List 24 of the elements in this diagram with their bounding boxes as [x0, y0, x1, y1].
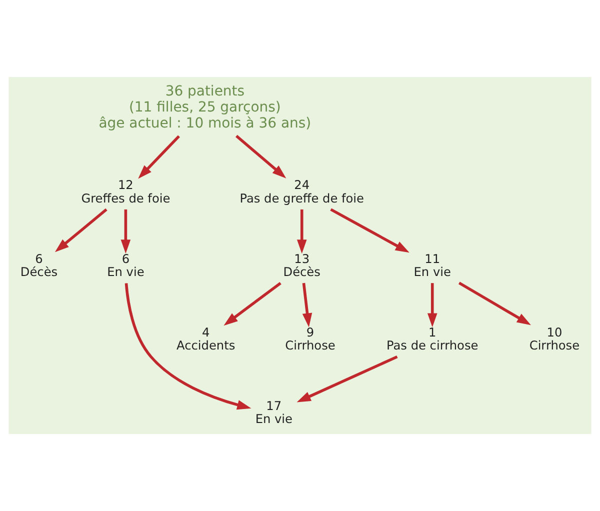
- arrow: [458, 282, 531, 326]
- node-text: 12 Greffes de foie: [81, 178, 170, 206]
- arrow: [54, 208, 108, 252]
- arrow: [330, 208, 410, 253]
- node-text: 13 Décès: [283, 252, 320, 279]
- node-text: 24 Pas de greffe de foie: [240, 178, 364, 206]
- node-text: 9 Cirrhose: [285, 326, 336, 353]
- node-text: 11 En vie: [414, 252, 451, 279]
- node-text: 6 Décès: [20, 252, 58, 279]
- arrow: [138, 135, 180, 179]
- arrow: [427, 283, 438, 328]
- arrow: [236, 134, 286, 178]
- arrow: [124, 283, 252, 410]
- node-text: 36 patients (11 filles, 25 garçons) âge actuel : 10 mois à 36 ans): [98, 84, 312, 132]
- node-text: 10 Cirrhose: [529, 326, 580, 353]
- arrow: [120, 209, 131, 254]
- arrow: [296, 209, 307, 254]
- arrow: [302, 282, 312, 328]
- node-text: 4 Accidents: [176, 326, 236, 353]
- node-text: 6 En vie: [107, 252, 144, 279]
- arrow: [296, 355, 398, 402]
- node-text: 1 Pas de cirrhose: [386, 326, 478, 353]
- arrow: [224, 282, 282, 326]
- node-text: 17 En vie: [255, 399, 292, 426]
